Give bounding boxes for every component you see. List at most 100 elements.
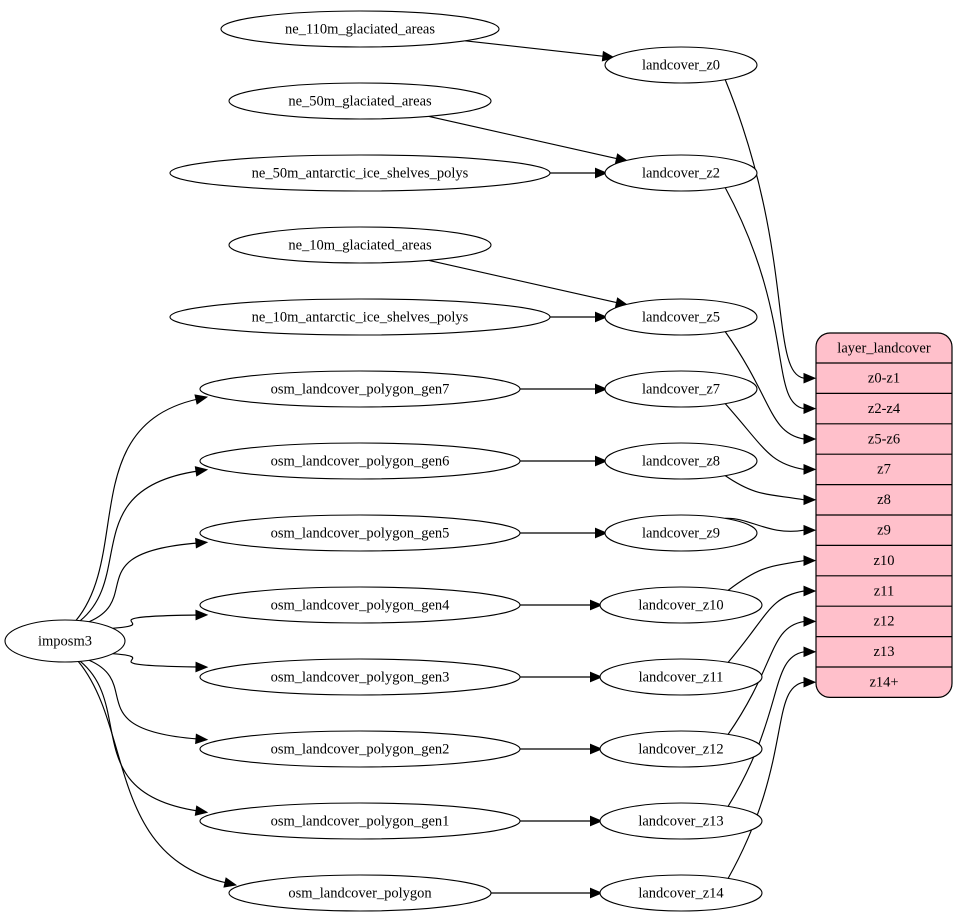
node-landcover_z0[interactable]: landcover_z0: [604, 46, 758, 84]
source-table-ellipse: [199, 658, 521, 696]
node-landcover_z13[interactable]: landcover_z13: [599, 802, 763, 840]
table-row-z5-z6[interactable]: z5-z6: [868, 431, 900, 447]
edge-arrowhead: [595, 167, 608, 179]
source-table-label: osm_landcover_polygon_gen7: [271, 381, 450, 397]
edge-imposm3-to-osm_landcover_polygon_gen5: [88, 542, 199, 623]
table-row-z13[interactable]: z13: [874, 644, 895, 660]
layer-node-ellipse: [604, 442, 758, 480]
node-ne_110m_glaciated_areas[interactable]: ne_110m_glaciated_areas: [220, 10, 500, 48]
node-ne_10m_glaciated_areas[interactable]: ne_10m_glaciated_areas: [228, 226, 492, 264]
edge-arrowhead: [803, 676, 817, 688]
edge-arrowhead: [590, 671, 603, 683]
edge-imposm3-to-osm_landcover_polygon_gen2: [88, 659, 199, 740]
table-row-z7[interactable]: z7: [877, 462, 891, 478]
node-landcover_z11[interactable]: landcover_z11: [599, 658, 763, 696]
edge-arrowhead: [803, 555, 817, 566]
edge-ne_10m_glaciated_areas-to-landcover_z5: [428, 259, 617, 304]
edge-arrowhead: [803, 585, 817, 597]
layer-node-label: landcover_z9: [642, 525, 720, 541]
source-table-label: osm_landcover_polygon: [288, 885, 432, 901]
node-osm_landcover_polygon_gen2[interactable]: osm_landcover_polygon_gen2: [199, 730, 521, 768]
layer-node-label: landcover_z13: [638, 813, 723, 829]
layer-node-ellipse: [599, 802, 763, 840]
table-header-label: layer_landcover: [837, 340, 931, 356]
table-row-z9[interactable]: z9: [877, 523, 891, 539]
table-row-z12[interactable]: z12: [874, 614, 895, 630]
node-osm_landcover_polygon_gen3[interactable]: osm_landcover_polygon_gen3: [199, 658, 521, 696]
layer-node-label: landcover_z11: [639, 669, 724, 685]
node-landcover_z10[interactable]: landcover_z10: [599, 586, 763, 624]
layer-node-ellipse: [599, 586, 763, 624]
source-table-label: osm_landcover_polygon_gen6: [271, 453, 450, 469]
edge-imposm3-to-osm_landcover_polygon: [77, 661, 228, 884]
table-row-z2-z4[interactable]: z2-z4: [868, 401, 901, 417]
table-row-z10[interactable]: z10: [874, 553, 895, 569]
layer-node-ellipse: [599, 658, 763, 696]
node-imposm3[interactable]: imposm3: [4, 619, 126, 663]
source-table-label: ne_10m_antarctic_ice_shelves_polys: [252, 309, 469, 325]
node-osm_landcover_polygon[interactable]: osm_landcover_polygon: [228, 874, 492, 912]
root-node-ellipse: [4, 619, 126, 663]
layer-node-label: landcover_z10: [638, 597, 723, 613]
edge-arrowhead: [803, 372, 817, 384]
node-osm_landcover_polygon_gen1[interactable]: osm_landcover_polygon_gen1: [199, 802, 521, 840]
layer-node-label: landcover_z0: [642, 57, 720, 73]
layer-node-label: landcover_z7: [642, 381, 720, 397]
node-ne_10m_antarctic_ice_shelves_polys[interactable]: ne_10m_antarctic_ice_shelves_polys: [169, 298, 551, 336]
node-landcover_z2[interactable]: landcover_z2: [604, 154, 758, 192]
layer-node-label: landcover_z12: [638, 741, 723, 757]
source-table-ellipse: [199, 370, 521, 408]
source-table-ellipse: [169, 298, 551, 336]
edge-arrowhead: [803, 403, 817, 414]
edge-landcover_z8-to-row-z8: [724, 475, 805, 501]
node-osm_landcover_polygon_gen6[interactable]: osm_landcover_polygon_gen6: [199, 442, 521, 480]
layer-node-ellipse: [599, 874, 763, 912]
layer-node-ellipse: [604, 298, 758, 336]
node-landcover_z9[interactable]: landcover_z9: [604, 514, 758, 552]
layer-node-label: landcover_z8: [642, 453, 720, 469]
table-row-z14+[interactable]: z14+: [869, 675, 898, 691]
layer-node-ellipse: [599, 730, 763, 768]
edge-landcover_z11-to-row-z11: [727, 590, 805, 663]
node-landcover_z7[interactable]: landcover_z7: [604, 370, 758, 408]
edge-ne_110m_glaciated_areas-to-landcover_z0: [465, 40, 603, 57]
edge-arrowhead: [803, 524, 817, 536]
source-table-ellipse: [169, 154, 551, 192]
layer-node-ellipse: [604, 154, 758, 192]
source-table-ellipse: [228, 82, 492, 120]
edge-arrowhead: [595, 383, 608, 395]
layer-node-label: landcover_z2: [642, 165, 720, 181]
edge-landcover_z2-to-row-z2-z4: [724, 187, 805, 410]
edge-arrowhead: [590, 815, 603, 827]
root-node-label: imposm3: [38, 633, 92, 649]
edge-arrowhead: [590, 887, 603, 899]
table-row-z11[interactable]: z11: [874, 583, 894, 599]
layer-table-group: layer_landcover z0-z1 z2-z4 z5-z6 z7 z8 z9 z10 z…: [815, 332, 953, 698]
source-table-ellipse: [228, 226, 492, 264]
node-landcover_z12[interactable]: landcover_z12: [599, 730, 763, 768]
edge-imposm3-to-osm_landcover_polygon_gen6: [79, 470, 199, 622]
node-landcover_z14[interactable]: landcover_z14: [599, 874, 763, 912]
source-table-label: osm_landcover_polygon_gen4: [271, 597, 451, 613]
node-osm_landcover_polygon_gen4[interactable]: osm_landcover_polygon_gen4: [199, 586, 521, 624]
node-landcover_z5[interactable]: landcover_z5: [604, 298, 758, 336]
edge-arrowhead: [803, 646, 817, 658]
edge-arrowhead: [194, 805, 209, 816]
table-row-z0-z1[interactable]: z0-z1: [868, 371, 900, 387]
edge-arrowhead: [590, 599, 603, 611]
edge-landcover_z14-to-row-z14+: [727, 681, 805, 879]
edge-arrowhead: [590, 743, 603, 755]
node-osm_landcover_polygon_gen5[interactable]: osm_landcover_polygon_gen5: [199, 514, 521, 552]
source-table-ellipse: [199, 730, 521, 768]
layer-node-ellipse: [604, 46, 758, 84]
edge-landcover_z12-to-row-z12: [727, 620, 805, 735]
node-ne_50m_antarctic_ice_shelves_polys[interactable]: ne_50m_antarctic_ice_shelves_polys: [169, 154, 551, 192]
node-osm_landcover_polygon_gen7[interactable]: osm_landcover_polygon_gen7: [199, 370, 521, 408]
table-row-z8[interactable]: z8: [877, 492, 891, 508]
node-ne_50m_glaciated_areas[interactable]: ne_50m_glaciated_areas: [228, 82, 492, 120]
edge-ne_50m_glaciated_areas-to-landcover_z2: [428, 115, 617, 160]
layer-node-label: landcover_z14: [638, 885, 724, 901]
node-landcover_z8[interactable]: landcover_z8: [604, 442, 758, 480]
edge-arrowhead: [194, 466, 209, 477]
